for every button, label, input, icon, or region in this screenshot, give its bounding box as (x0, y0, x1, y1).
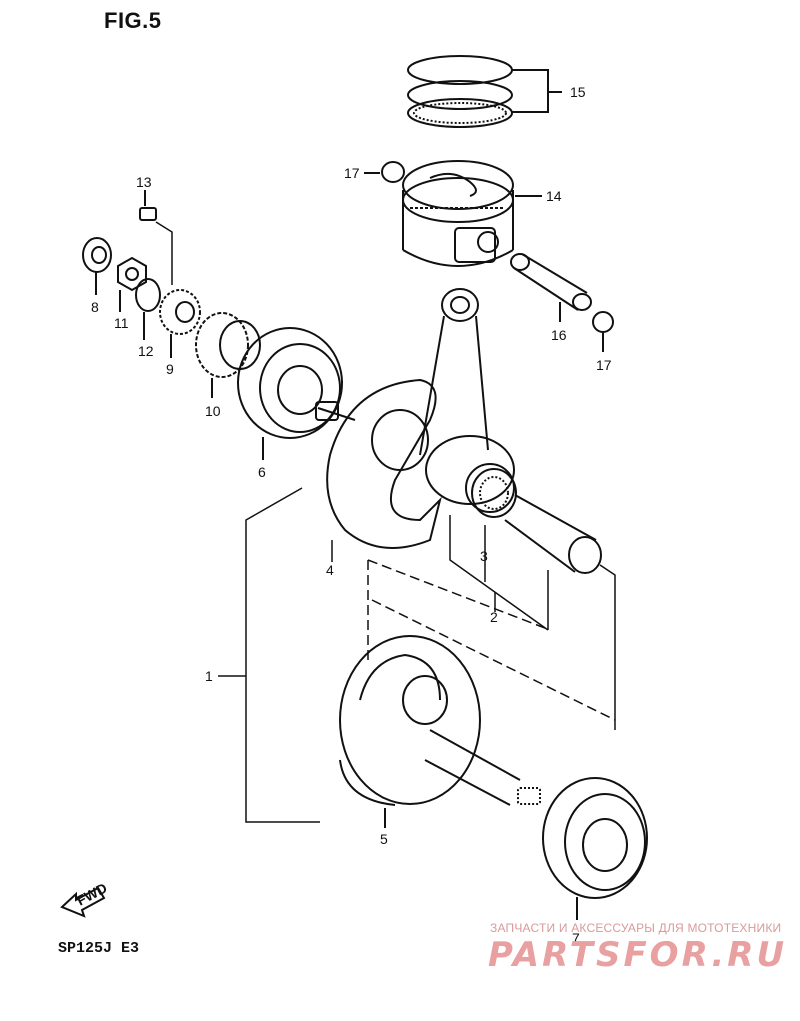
callout-16: 16 (551, 327, 567, 343)
piston-pin (510, 253, 592, 311)
conrod-set-bracket (367, 559, 616, 721)
watermark-tagline: ЗАПЧАСТИ И АКСЕССУАРЫ ДЛЯ МОТОТЕХНИКИ (490, 921, 782, 935)
fwd-arrow (60, 886, 106, 918)
callout-4: 4 (326, 562, 334, 578)
assembly-bracket (218, 487, 320, 823)
callout-7: 7 (572, 930, 580, 946)
callout-12: 12 (138, 343, 154, 359)
large-gear (195, 312, 261, 378)
callout-15: 15 (570, 84, 586, 100)
callout-17-top: 17 (344, 165, 360, 181)
callout-17-bottom: 17 (596, 357, 612, 373)
oil-seal (82, 237, 112, 273)
callout-14: 14 (546, 188, 562, 204)
right-crank-half (339, 635, 541, 806)
crank-pin (504, 494, 602, 574)
small-gear (159, 289, 201, 335)
nut (117, 256, 147, 292)
watermark-logo: PARTSFOR.RU (488, 935, 788, 975)
conrod-set-lines (331, 515, 616, 730)
piston (402, 160, 514, 267)
circlip-top (381, 161, 405, 183)
callout-11: 11 (114, 315, 129, 331)
circlip-bottom (592, 311, 614, 333)
left-crank-half (315, 378, 442, 549)
callout-9: 9 (166, 361, 174, 377)
figure-title: FIG.5 (104, 8, 162, 33)
ball-bearing-left (237, 327, 343, 439)
callout-2: 2 (490, 609, 498, 625)
callout-8: 8 (91, 299, 99, 315)
ball-bearing-right (542, 777, 648, 899)
callout-10: 10 (205, 403, 221, 419)
needle-bearing (471, 468, 517, 518)
model-code: SP125J E3 (58, 940, 140, 957)
callout-3: 3 (480, 548, 488, 564)
callout-13: 13 (136, 174, 152, 190)
callout-5: 5 (380, 831, 388, 847)
callout-1: 1 (205, 668, 213, 684)
washer (135, 278, 161, 312)
callout-6: 6 (258, 464, 266, 480)
piston-rings (407, 55, 513, 128)
callout-labels: 15 17 14 16 17 13 8 11 12 9 10 6 3 4 2 1… (74, 84, 612, 946)
key (139, 207, 157, 221)
